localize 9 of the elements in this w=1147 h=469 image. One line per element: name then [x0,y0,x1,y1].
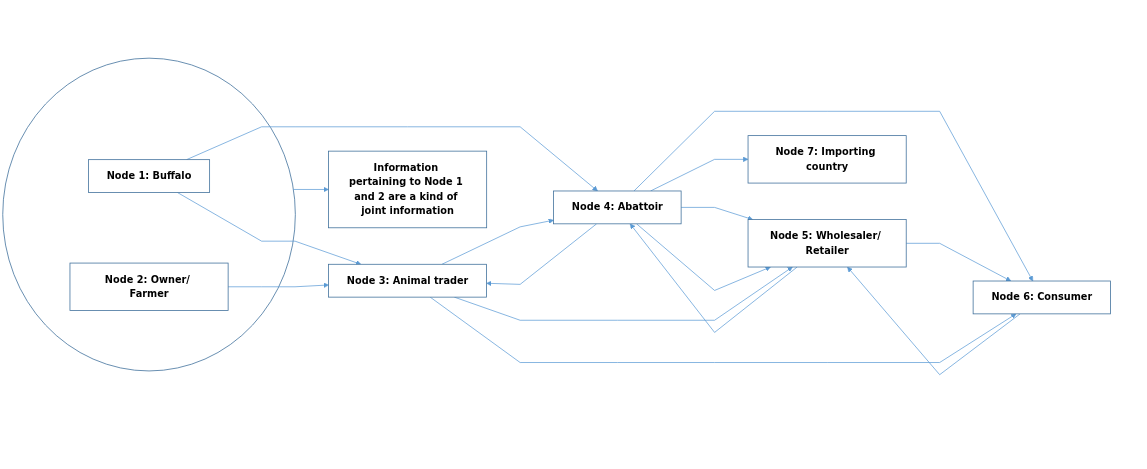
node-box: Node 4: Abattoir [553,190,682,225]
node-box: Node 2: Owner/ Farmer [69,262,229,311]
node-box: Node 5: Wholesaler/ Retailer [747,219,907,268]
node-box: Information pertaining to Node 1 and 2 are a kind of joint information [328,150,488,229]
node-box: Node 7: Importing country [747,135,907,184]
cluster [2,57,296,372]
node-box: Node 3: Animal trader [328,263,487,298]
node-box: Node 1: Buffalo [88,159,211,193]
node-box: Node 6: Consumer [972,280,1111,315]
